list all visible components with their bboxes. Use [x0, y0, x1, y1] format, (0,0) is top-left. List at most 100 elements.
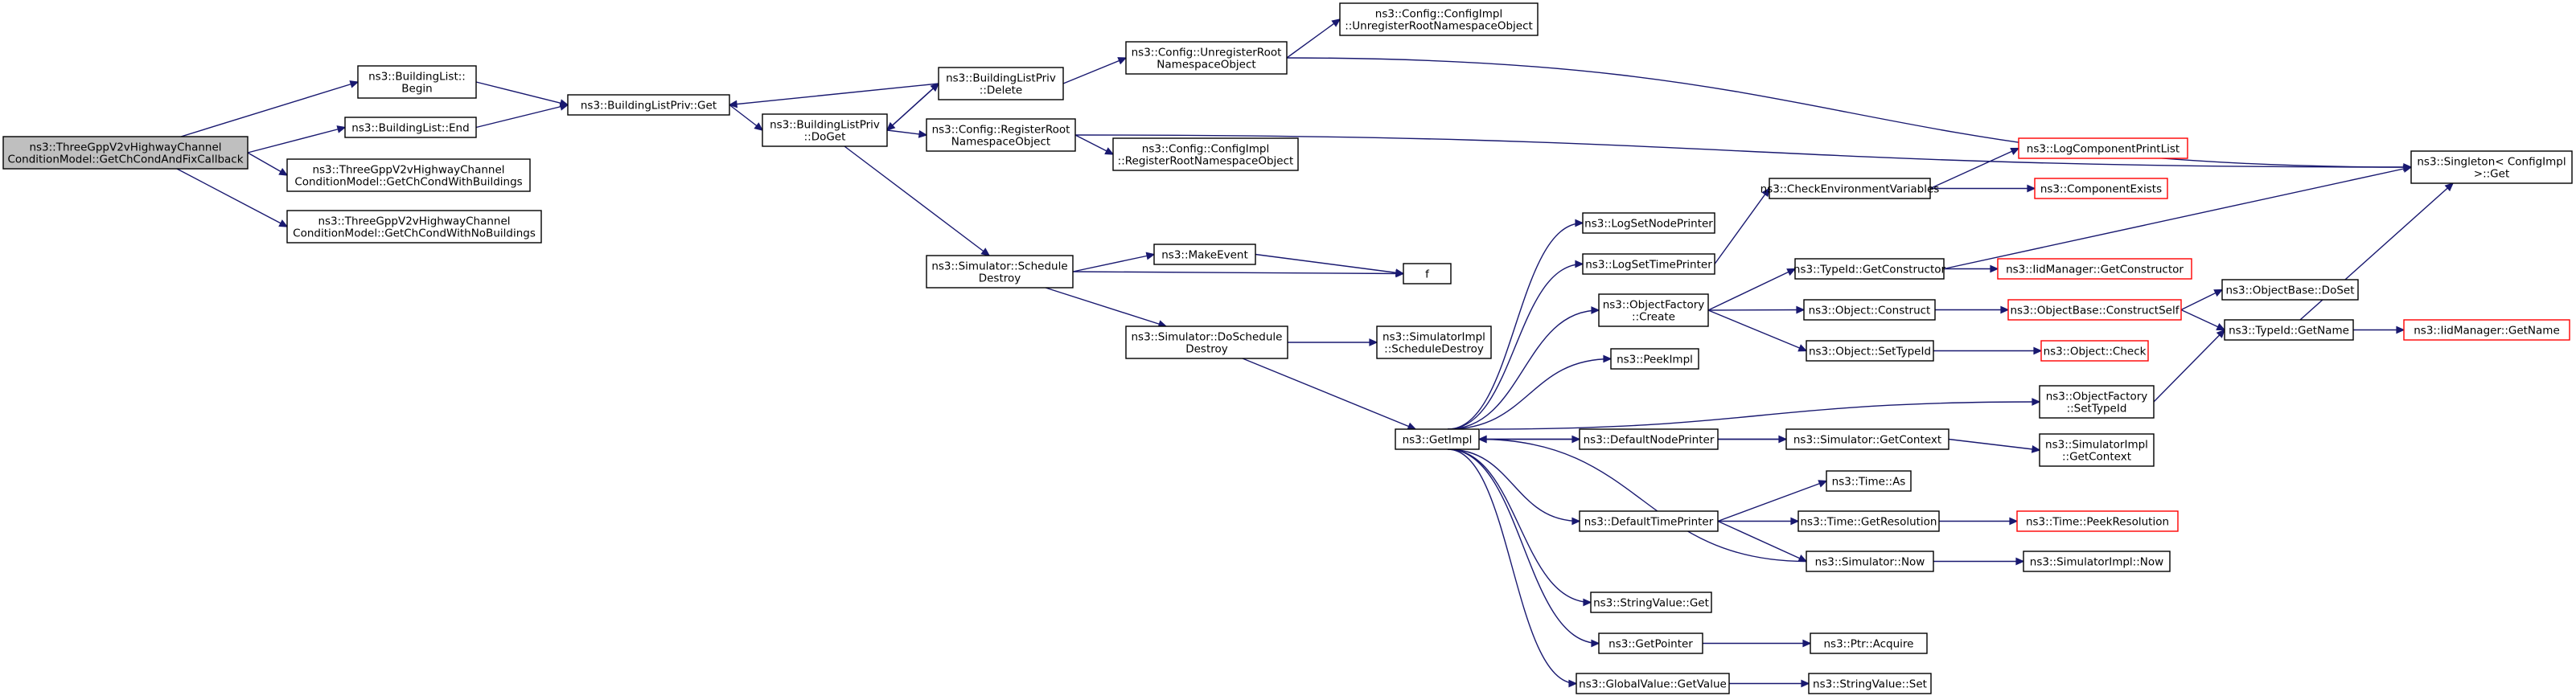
node-box	[286, 210, 542, 244]
node-sim-sched[interactable]: ns3::Simulator::ScheduleDestroy	[926, 255, 1074, 289]
node-default-time[interactable]: ns3::DefaultTimePrinter	[1579, 510, 1719, 532]
node-box	[938, 67, 1064, 100]
node-root[interactable]: ns3::ThreeGppV2vHighwayChannelConditionM…	[2, 136, 249, 170]
arrow-head	[885, 121, 896, 131]
node-box	[1610, 348, 1699, 370]
node-label: ns3::LogComponentPrintList	[2027, 143, 2180, 156]
edge-blp-delete-to-blp-get	[729, 83, 939, 106]
arrow-head	[1818, 480, 1828, 488]
arrow-head	[2027, 184, 2036, 193]
node-label: ::Create	[1632, 311, 1675, 324]
edge-make-event-to-f	[1255, 253, 1404, 275]
node-blp-get[interactable]: ns3::BuildingListPriv::Get	[567, 94, 730, 116]
arrow-head	[1801, 679, 1810, 688]
arrow-head	[2031, 444, 2041, 453]
node-log-time[interactable]: ns3::LogSetTimePrinter	[1582, 253, 1715, 275]
node-sim-getctx[interactable]: ns3::Simulator::GetContext	[1785, 428, 1949, 450]
node-label: ns3::Config::ConfigImpl	[1375, 8, 1502, 21]
node-label: ::ScheduleDestroy	[1384, 343, 1484, 356]
node-ptr-acquire[interactable]: ns3::Ptr::Acquire	[1810, 632, 1928, 654]
node-time-getres[interactable]: ns3::Time::GetResolution	[1797, 510, 1940, 532]
node-label: ns3::SimulatorImpl::Now	[2030, 556, 2163, 569]
node-check-env[interactable]: ns3::CheckEnvironmentVariables	[1760, 178, 1940, 199]
node-typeid-getname[interactable]: ns3::TypeId::GetName	[2224, 319, 2354, 341]
node-label: ns3::Object::Construct	[1809, 305, 1931, 317]
arrow-head	[349, 80, 359, 88]
node-label: ns3::Simulator::Now	[1815, 556, 1925, 569]
node-cfg-unreg[interactable]: ns3::Config::UnregisterRootNamespaceObje…	[1125, 41, 1288, 75]
node-simimpl-sched[interactable]: ns3::SimulatorImpl::ScheduleDestroy	[1376, 325, 1492, 359]
node-label: ns3::Time::GetResolution	[1800, 516, 1937, 529]
edge-of-settypeid-to-typeid-getname	[2153, 330, 2225, 403]
node-blp-doget[interactable]: ns3::BuildingListPriv::DoGet	[762, 113, 888, 147]
node-of-settypeid[interactable]: ns3::ObjectFactory::SetTypeId	[2039, 385, 2155, 419]
node-comp-exists[interactable]: ns3::ComponentExists	[2034, 178, 2168, 199]
node-typeid-getctor[interactable]: ns3::TypeId::GetConstructor	[1793, 258, 1946, 280]
edge-root-to-bl-begin	[180, 81, 359, 137]
node-obj-settypeid[interactable]: ns3::Object::SetTypeId	[1806, 340, 1934, 362]
arrow-head	[1331, 18, 1341, 27]
node-box	[1579, 428, 1719, 450]
node-cfg-impl-unreg[interactable]: ns3::Config::ConfigImpl::UnregisterRootN…	[1339, 2, 1539, 36]
node-bl-end[interactable]: ns3::BuildingList::End	[344, 117, 477, 138]
node-getpointer[interactable]: ns3::GetPointer	[1598, 632, 1703, 654]
node-blp-delete[interactable]: ns3::BuildingListPriv::Delete	[938, 67, 1064, 100]
node-box	[2221, 279, 2359, 301]
node-log-node[interactable]: ns3::LogSetNodePrinter	[1582, 212, 1715, 234]
node-time-peekres[interactable]: ns3::Time::PeekResolution	[2016, 510, 2179, 532]
edge-sim-sched-to-f	[1072, 271, 1404, 275]
node-obj-check[interactable]: ns3::Object::Check	[2040, 340, 2149, 362]
node-objbase-cs[interactable]: ns3::ObjectBase::ConstructSelf	[2007, 299, 2182, 321]
node-getimpl[interactable]: ns3::GetImpl	[1395, 428, 1480, 450]
arrow-head	[1786, 268, 1797, 276]
node-label: ns3::TypeId::GetName	[2229, 325, 2349, 338]
node-label: Begin	[401, 83, 432, 96]
node-label: ns3::BuildingListPriv	[770, 119, 880, 132]
node-label: ns3::StringValue::Get	[1593, 597, 1709, 610]
node-label: ns3::Singleton< ConfigImpl	[2417, 156, 2566, 169]
node-log-comp[interactable]: ns3::LogComponentPrintList	[2018, 137, 2188, 159]
node-cfg-reg[interactable]: ns3::Config::RegisterRootNamespaceObject	[926, 118, 1076, 152]
node-sv-get[interactable]: ns3::StringValue::Get	[1590, 592, 1712, 613]
node-label: Destroy	[1185, 343, 1228, 356]
node-box	[1112, 137, 1299, 171]
node-iid-getctor[interactable]: ns3::IidManager::GetConstructor	[1997, 258, 2192, 280]
node-gv-getvalue[interactable]: ns3::GlobalValue::GetValue	[1576, 673, 1730, 694]
node-make-event[interactable]: ns3::MakeEvent	[1153, 244, 1256, 265]
arrow-head	[918, 129, 928, 138]
node-no-bld[interactable]: ns3::ThreeGppV2vHighwayChannelConditionM…	[286, 210, 542, 244]
arrow-head	[278, 167, 289, 176]
node-sv-set[interactable]: ns3::StringValue::Set	[1808, 673, 1932, 694]
arrow-head	[2396, 325, 2405, 334]
node-obj-factory-create[interactable]: ns3::ObjectFactory::Create	[1598, 293, 1709, 327]
node-peekimpl[interactable]: ns3::PeekImpl	[1610, 348, 1699, 370]
node-simimpl-now[interactable]: ns3::SimulatorImpl::Now	[2023, 551, 2171, 572]
arrow-head	[728, 100, 738, 108]
arrow-head	[1117, 57, 1128, 65]
arrow-head	[1583, 598, 1592, 607]
arrow-head	[1990, 264, 1999, 273]
node-f[interactable]: f	[1403, 263, 1452, 285]
edge-check-env-to-log-comp	[1929, 147, 2019, 190]
node-objbase-doset[interactable]: ns3::ObjectBase::DoSet	[2221, 279, 2359, 301]
node-box	[2410, 150, 2573, 184]
node-singleton[interactable]: ns3::Singleton< ConfigImpl >::Get	[2410, 150, 2573, 184]
node-simimpl-getctx[interactable]: ns3::SimulatorImpl::GetContext	[2039, 433, 2155, 467]
arrow-head	[559, 103, 569, 111]
arrow-head	[1797, 344, 1808, 352]
node-label: ConditionModel::GetChCondAndFixCallback	[7, 154, 243, 166]
node-with-bld[interactable]: ns3::ThreeGppV2vHighwayChannelConditionM…	[286, 158, 531, 192]
node-default-node[interactable]: ns3::DefaultNodePrinter	[1579, 428, 1719, 450]
arrow-head	[1802, 639, 1812, 648]
node-iid-getname[interactable]: ns3::IidManager::GetName	[2403, 319, 2570, 341]
node-box	[2, 136, 249, 170]
node-cfg-impl-reg[interactable]: ns3::Config::ConfigImpl::RegisterRootNam…	[1112, 137, 1299, 171]
node-obj-construct[interactable]: ns3::Object::Construct	[1803, 299, 1936, 321]
node-bl-begin[interactable]: ns3::BuildingList::Begin	[357, 65, 477, 99]
node-time-as[interactable]: ns3::Time::As	[1826, 470, 1912, 492]
node-sim-now[interactable]: ns3::Simulator::Now	[1806, 551, 1934, 572]
node-label: ns3::ObjectFactory	[1603, 299, 1705, 312]
arrow-head	[2213, 289, 2224, 297]
node-box	[1810, 632, 1928, 654]
